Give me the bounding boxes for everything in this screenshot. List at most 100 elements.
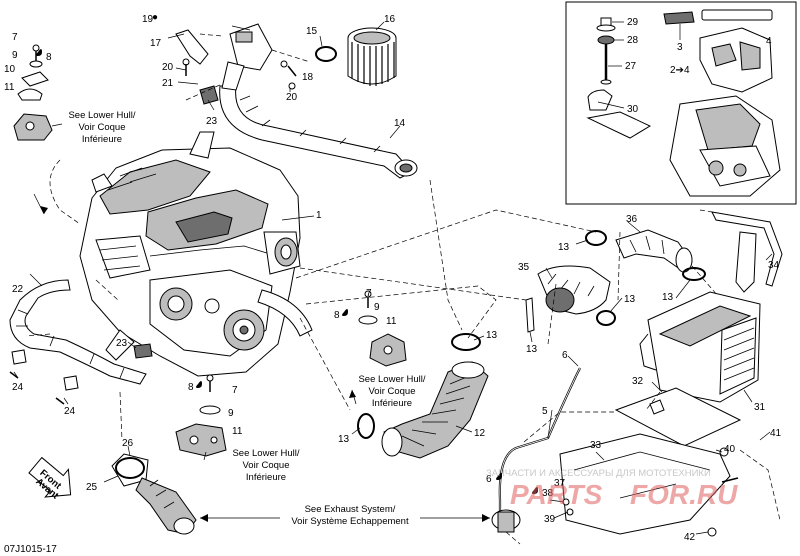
callout-19: 19 xyxy=(142,14,154,25)
callout-8-low: 8 xyxy=(188,382,194,393)
note-lower-hull-mid: See Lower Hull/ Voir Coque Inférieure xyxy=(358,374,425,409)
drop-symbol: ● xyxy=(152,12,158,23)
hose-12 xyxy=(357,333,489,459)
callout-28: 28 xyxy=(627,35,639,46)
callout-16: 16 xyxy=(384,14,396,25)
front-arrow: Front Avant xyxy=(28,456,72,502)
callout-24-right: 24 xyxy=(64,406,76,417)
callout-42: 42 xyxy=(684,532,696,543)
callout-13-center: 13 xyxy=(486,330,498,341)
callout-17: 17 xyxy=(150,38,162,49)
callout-11-top: 11 xyxy=(4,82,15,93)
callout-3: 3 xyxy=(677,42,683,53)
callout-4: 4 xyxy=(766,36,772,47)
inset-decal xyxy=(663,9,773,40)
callout-21: 21 xyxy=(162,78,174,89)
note-line: Voir Coque xyxy=(242,460,289,471)
tube-5 xyxy=(491,367,581,533)
plate-32 xyxy=(614,387,742,447)
note-line: See Lower Hull/ xyxy=(358,374,425,385)
callout-13-b: 13 xyxy=(662,292,674,303)
callout-37: 37 xyxy=(554,478,566,489)
callout-15: 15 xyxy=(306,26,318,37)
inset-engine xyxy=(586,95,781,197)
inset-filler-assembly xyxy=(587,17,625,111)
callout-41: 41 xyxy=(770,428,782,439)
note-line: Inférieure xyxy=(82,134,122,145)
callout-35: 35 xyxy=(518,262,530,273)
clamps-13-right xyxy=(525,230,706,333)
callout-29: 29 xyxy=(627,17,639,28)
note-lower-hull-top: See Lower Hull/ Voir Coque Inférieure xyxy=(51,110,136,145)
hose-22 xyxy=(9,279,147,385)
arrows xyxy=(33,193,357,461)
air-intake-silencer xyxy=(221,23,273,91)
callout-20-top: 20 xyxy=(162,62,174,73)
note-line: See Lower Hull/ xyxy=(68,110,135,121)
callout-34: 34 xyxy=(768,260,780,271)
callout-10: 10 xyxy=(4,64,16,75)
routing-lines xyxy=(25,33,781,545)
coupling-25-26 xyxy=(111,453,197,535)
air-filter-16 xyxy=(347,27,397,86)
intake-hose-14 xyxy=(219,85,418,179)
callout-7-low: 7 xyxy=(232,385,238,396)
callout-40: 40 xyxy=(724,444,736,455)
note-line: See Exhaust System/ xyxy=(305,504,396,515)
callout-23-left: 23 xyxy=(116,338,128,349)
callout-1: 1 xyxy=(316,210,322,221)
watermark-line-1: ЗАПЧАСТИ И АКСЕССУАРЫ ДЛЯ МОТОТЕХНИКИ xyxy=(486,468,711,479)
note-line: Inférieure xyxy=(246,472,286,483)
callout-23-top: 23 xyxy=(206,116,218,127)
hose-36 xyxy=(615,229,693,273)
callout-13-c: 13 xyxy=(624,294,636,305)
bracket-17 xyxy=(175,29,209,65)
intercooler-31 xyxy=(639,291,761,403)
bracket-34 xyxy=(711,211,783,293)
callout-7-top: 7 xyxy=(12,32,18,43)
callout-38: 38 xyxy=(542,488,554,499)
watermark-line-2: PARTS xyxy=(510,479,603,510)
callout-18: 18 xyxy=(302,72,314,83)
callouts: 1 19 ● 17 20 21 23 15 16 18 20 14 7 9 8 … xyxy=(4,12,782,543)
callout-39: 39 xyxy=(544,514,556,525)
callout-27: 27 xyxy=(625,61,637,72)
watermark: ЗАПЧАСТИ И АКСЕССУАРЫ ДЛЯ МОТОТЕХНИКИ PA… xyxy=(486,468,738,510)
note-lower-hull-bottom: See Lower Hull/ Voir Coque Inférieure xyxy=(232,448,299,483)
callout-5: 5 xyxy=(542,406,548,417)
hose-35 xyxy=(537,265,611,315)
mount-lower-left xyxy=(175,374,227,457)
callout-36: 36 xyxy=(626,214,638,225)
screws-top-left xyxy=(13,44,297,141)
note-line: See Lower Hull/ xyxy=(232,448,299,459)
callout-7-mid: 7 xyxy=(366,288,372,299)
callout-33: 33 xyxy=(590,440,602,451)
callout-13-a: 13 xyxy=(558,242,570,253)
callout-6: 6 xyxy=(562,350,568,361)
callout-12: 12 xyxy=(474,428,486,439)
callout-11-low: 11 xyxy=(232,426,243,437)
note-line: Voir Système Echappement xyxy=(291,516,409,527)
callout-31: 31 xyxy=(754,402,766,413)
callout-8-mid: 8 xyxy=(334,310,340,321)
callout-32: 32 xyxy=(632,376,644,387)
callout-6-low: 6 xyxy=(486,474,492,485)
callout-8-top: 8 xyxy=(46,52,52,63)
diagram-code: 07J1015-17 xyxy=(4,544,57,555)
callout-22: 22 xyxy=(12,284,24,295)
callout-13-lower: 13 xyxy=(338,434,350,445)
note-line: Voir Coque xyxy=(368,386,415,397)
callout-26: 26 xyxy=(122,438,134,449)
callout-30: 30 xyxy=(627,104,639,115)
callout-13-d: 13 xyxy=(526,344,538,355)
callout-9-low: 9 xyxy=(228,408,234,419)
engine-assembly xyxy=(79,131,313,377)
inset-box: 29 28 27 30 3 4 2➔4 xyxy=(565,1,797,205)
clamp-15 xyxy=(315,46,337,62)
note-line: Inférieure xyxy=(372,398,412,409)
callout-14: 14 xyxy=(394,118,406,129)
leader-lines xyxy=(13,21,773,535)
inset-engine-cover xyxy=(699,27,773,93)
fittings-23-24 xyxy=(9,343,153,405)
